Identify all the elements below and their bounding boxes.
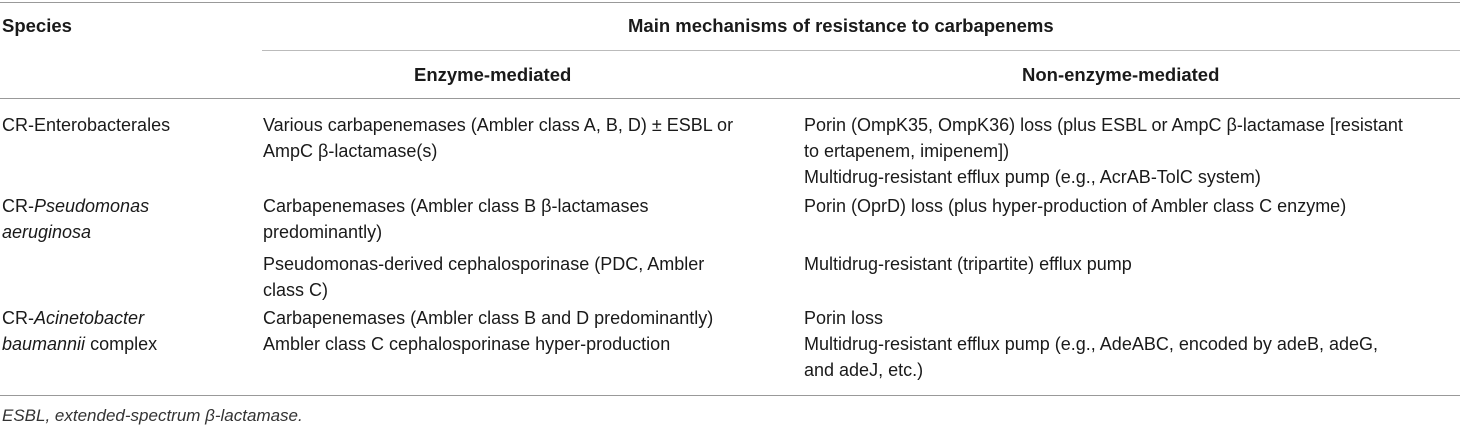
nonenzyme-cell: Porin loss Multidrug-resistant efflux pu… bbox=[804, 305, 1378, 383]
nonenzyme-line: Multidrug-resistant efflux pump (e.g., A… bbox=[804, 334, 1378, 354]
nonenzyme-line: and adeJ, etc.) bbox=[804, 360, 924, 380]
enzyme-line: Carbapenemases (Ambler class B β-lactama… bbox=[263, 196, 649, 216]
enzyme-line: Various carbapenemases (Ambler class A, … bbox=[263, 115, 734, 135]
species-prefix: CR- bbox=[2, 308, 34, 328]
species-cell: CR-Acinetobacter baumannii complex bbox=[2, 305, 157, 357]
species-epithet: baumannii bbox=[2, 334, 86, 354]
species-prefix: CR-Enterobacterales bbox=[2, 115, 171, 135]
enzyme-cell: Carbapenemases (Ambler class B and D pre… bbox=[263, 305, 713, 357]
species-cell: CR-Enterobacterales bbox=[2, 112, 170, 138]
enzyme-line: class C) bbox=[263, 280, 329, 300]
table-top-rule bbox=[0, 2, 1460, 3]
species-genus: Acinetobacter bbox=[34, 308, 145, 328]
enzyme-cell: Various carbapenemases (Ambler class A, … bbox=[263, 112, 733, 164]
nonenzyme-line: Porin (OprD) loss (plus hyper-production… bbox=[804, 196, 1347, 216]
subheader-rule bbox=[262, 50, 1460, 51]
header-species: Species bbox=[2, 15, 72, 36]
species-genus: Pseudomonas bbox=[34, 196, 150, 216]
nonenzyme-line: Multidrug-resistant (tripartite) efflux … bbox=[804, 254, 1132, 274]
enzyme-line: Carbapenemases (Ambler class B and D pre… bbox=[263, 308, 714, 328]
nonenzyme-line: to ertapenem, imipenem]) bbox=[804, 141, 1010, 161]
header-main-mechanisms: Main mechanisms of resistance to carbape… bbox=[628, 15, 1054, 36]
enzyme-line: predominantly) bbox=[263, 222, 383, 242]
table-bottom-rule bbox=[0, 395, 1460, 396]
header-bottom-rule bbox=[0, 98, 1460, 99]
nonenzyme-cell: Porin (OprD) loss (plus hyper-production… bbox=[804, 193, 1346, 277]
species-epithet: aeruginosa bbox=[2, 222, 92, 242]
enzyme-cell: Carbapenemases (Ambler class B β-lactama… bbox=[263, 193, 704, 303]
nonenzyme-cell: Porin (OmpK35, OmpK36) loss (plus ESBL o… bbox=[804, 112, 1403, 190]
enzyme-line: Ambler class C cephalosporinase hyper-pr… bbox=[263, 334, 671, 354]
enzyme-line: AmpC β-lactamase(s) bbox=[263, 141, 438, 161]
species-cell: CR-Pseudomonas aeruginosa bbox=[2, 193, 149, 245]
header-enzyme-mediated: Enzyme-mediated bbox=[414, 64, 572, 85]
enzyme-line: Pseudomonas-derived cephalosporinase (PD… bbox=[263, 254, 705, 274]
nonenzyme-line: Porin loss bbox=[804, 308, 884, 328]
species-prefix: CR- bbox=[2, 196, 34, 216]
table-footnote: ESBL, extended-spectrum β-lactamase. bbox=[2, 406, 303, 425]
header-nonenzyme-mediated: Non-enzyme-mediated bbox=[1022, 64, 1220, 85]
nonenzyme-line: Porin (OmpK35, OmpK36) loss (plus ESBL o… bbox=[804, 115, 1403, 135]
nonenzyme-line: Multidrug-resistant efflux pump (e.g., A… bbox=[804, 167, 1261, 187]
species-suffix: complex bbox=[85, 334, 158, 354]
